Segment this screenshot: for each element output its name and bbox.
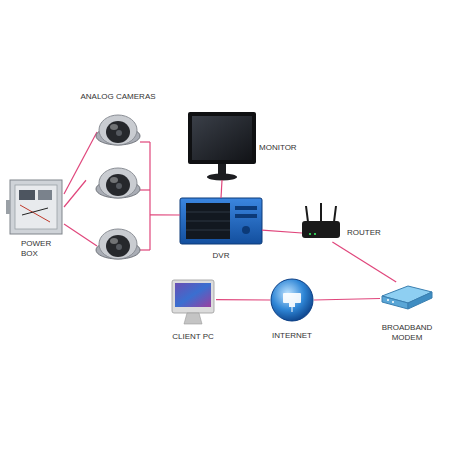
internet-node: INTERNET xyxy=(270,278,314,322)
client-computer xyxy=(172,280,214,324)
video-wire xyxy=(140,189,150,190)
power-box-node: POWER BOX xyxy=(8,178,64,236)
video-bus xyxy=(149,142,150,250)
dome-camera xyxy=(96,115,140,145)
device-label: CLIENT PC xyxy=(172,332,214,342)
power-box-cabinet xyxy=(6,180,62,234)
client-pc-node: CLIENT PC xyxy=(170,278,216,326)
cable-line xyxy=(216,299,270,301)
cable-line xyxy=(221,180,222,198)
cable-line xyxy=(64,180,86,207)
device-label: ROUTER xyxy=(347,228,381,238)
modem-node: BROADBAND MODEM xyxy=(380,282,434,312)
cable-line xyxy=(150,214,180,215)
cable-line xyxy=(262,230,302,233)
internet-globe xyxy=(271,279,313,321)
dome-camera xyxy=(96,168,140,198)
power-wire xyxy=(64,224,97,246)
device-label: INTERNET xyxy=(272,331,312,341)
dvr-node: DVR xyxy=(180,198,262,244)
device-label: DVR xyxy=(213,251,230,261)
video-wire xyxy=(140,249,150,250)
device-label: POWER BOX xyxy=(21,239,55,259)
device-label: ANALOG CAMERAS xyxy=(80,92,155,102)
cable-line xyxy=(332,242,396,282)
router-node: ROUTER xyxy=(302,206,340,242)
power-wire xyxy=(64,132,97,194)
router-device xyxy=(302,203,340,238)
monitor-screen xyxy=(188,112,256,181)
dvr-unit xyxy=(180,198,262,244)
video-wire xyxy=(140,141,150,142)
modem-device xyxy=(382,286,432,309)
monitor-node: MONITOR xyxy=(188,112,256,180)
cable-line xyxy=(314,299,380,301)
device-label: MONITOR xyxy=(259,143,297,153)
dome-camera xyxy=(96,229,140,259)
camera-group: ANALOG CAMERAS xyxy=(86,106,150,271)
device-label: BROADBAND MODEM xyxy=(377,323,437,343)
